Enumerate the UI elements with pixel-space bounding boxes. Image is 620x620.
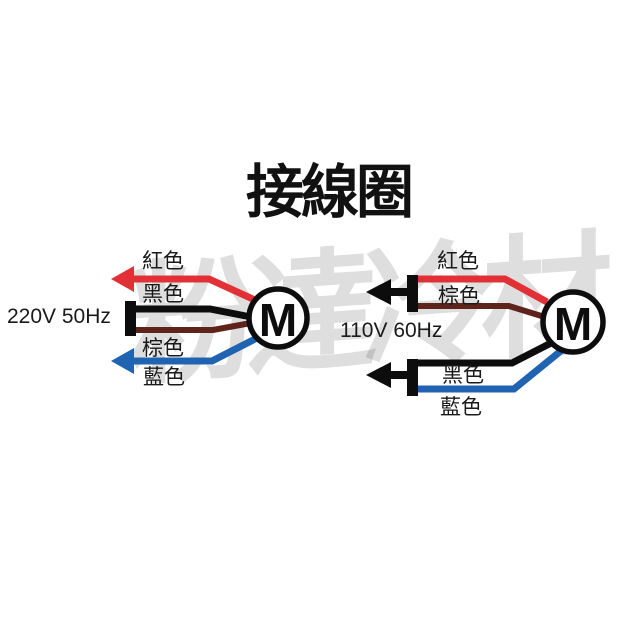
right-bottom-connector-bar <box>407 359 418 396</box>
right-top-arrowhead-icon <box>366 279 391 305</box>
page-title: 接線圈 <box>246 160 414 225</box>
right-diagram: M <box>366 275 606 396</box>
right-brown-wire-label: 棕色 <box>438 285 480 308</box>
right-red-wire-label: 紅色 <box>437 250 479 273</box>
left-red-arrowhead-icon <box>111 266 134 292</box>
right-voltage-label: 110V 60Hz <box>340 319 443 342</box>
left-blue-wire <box>118 333 261 365</box>
right-blue-wire-label: 藍色 <box>440 396 482 419</box>
right-black-wire-label: 黑色 <box>442 364 484 387</box>
right-brown-wire <box>413 303 549 321</box>
right-blue-wire <box>413 347 565 393</box>
left-black-wire-label: 黑色 <box>142 283 184 306</box>
left-blue-arrowhead-icon <box>111 348 134 374</box>
right-bottom-arrowhead-icon <box>366 362 391 388</box>
left-voltage-label: 220V 50Hz <box>7 305 111 328</box>
left-motor-circle <box>246 286 310 350</box>
right-motor-circle <box>540 289 606 355</box>
left-red-wire <box>118 275 259 305</box>
left-diagram: M <box>111 266 310 374</box>
right-top-connector-bar <box>407 275 418 312</box>
right-black-wire <box>413 337 557 367</box>
right-motor-label: M <box>554 298 592 350</box>
left-brown-wire <box>130 320 252 333</box>
left-red-wire-label: 紅色 <box>142 250 184 273</box>
right-red-wire <box>413 275 549 306</box>
left-plug-connector-bar <box>125 301 136 336</box>
left-black-wire <box>130 305 252 321</box>
left-blue-wire-label: 藍色 <box>143 366 185 389</box>
left-motor-label: M <box>259 294 297 346</box>
left-brown-wire-label: 棕色 <box>142 337 184 360</box>
